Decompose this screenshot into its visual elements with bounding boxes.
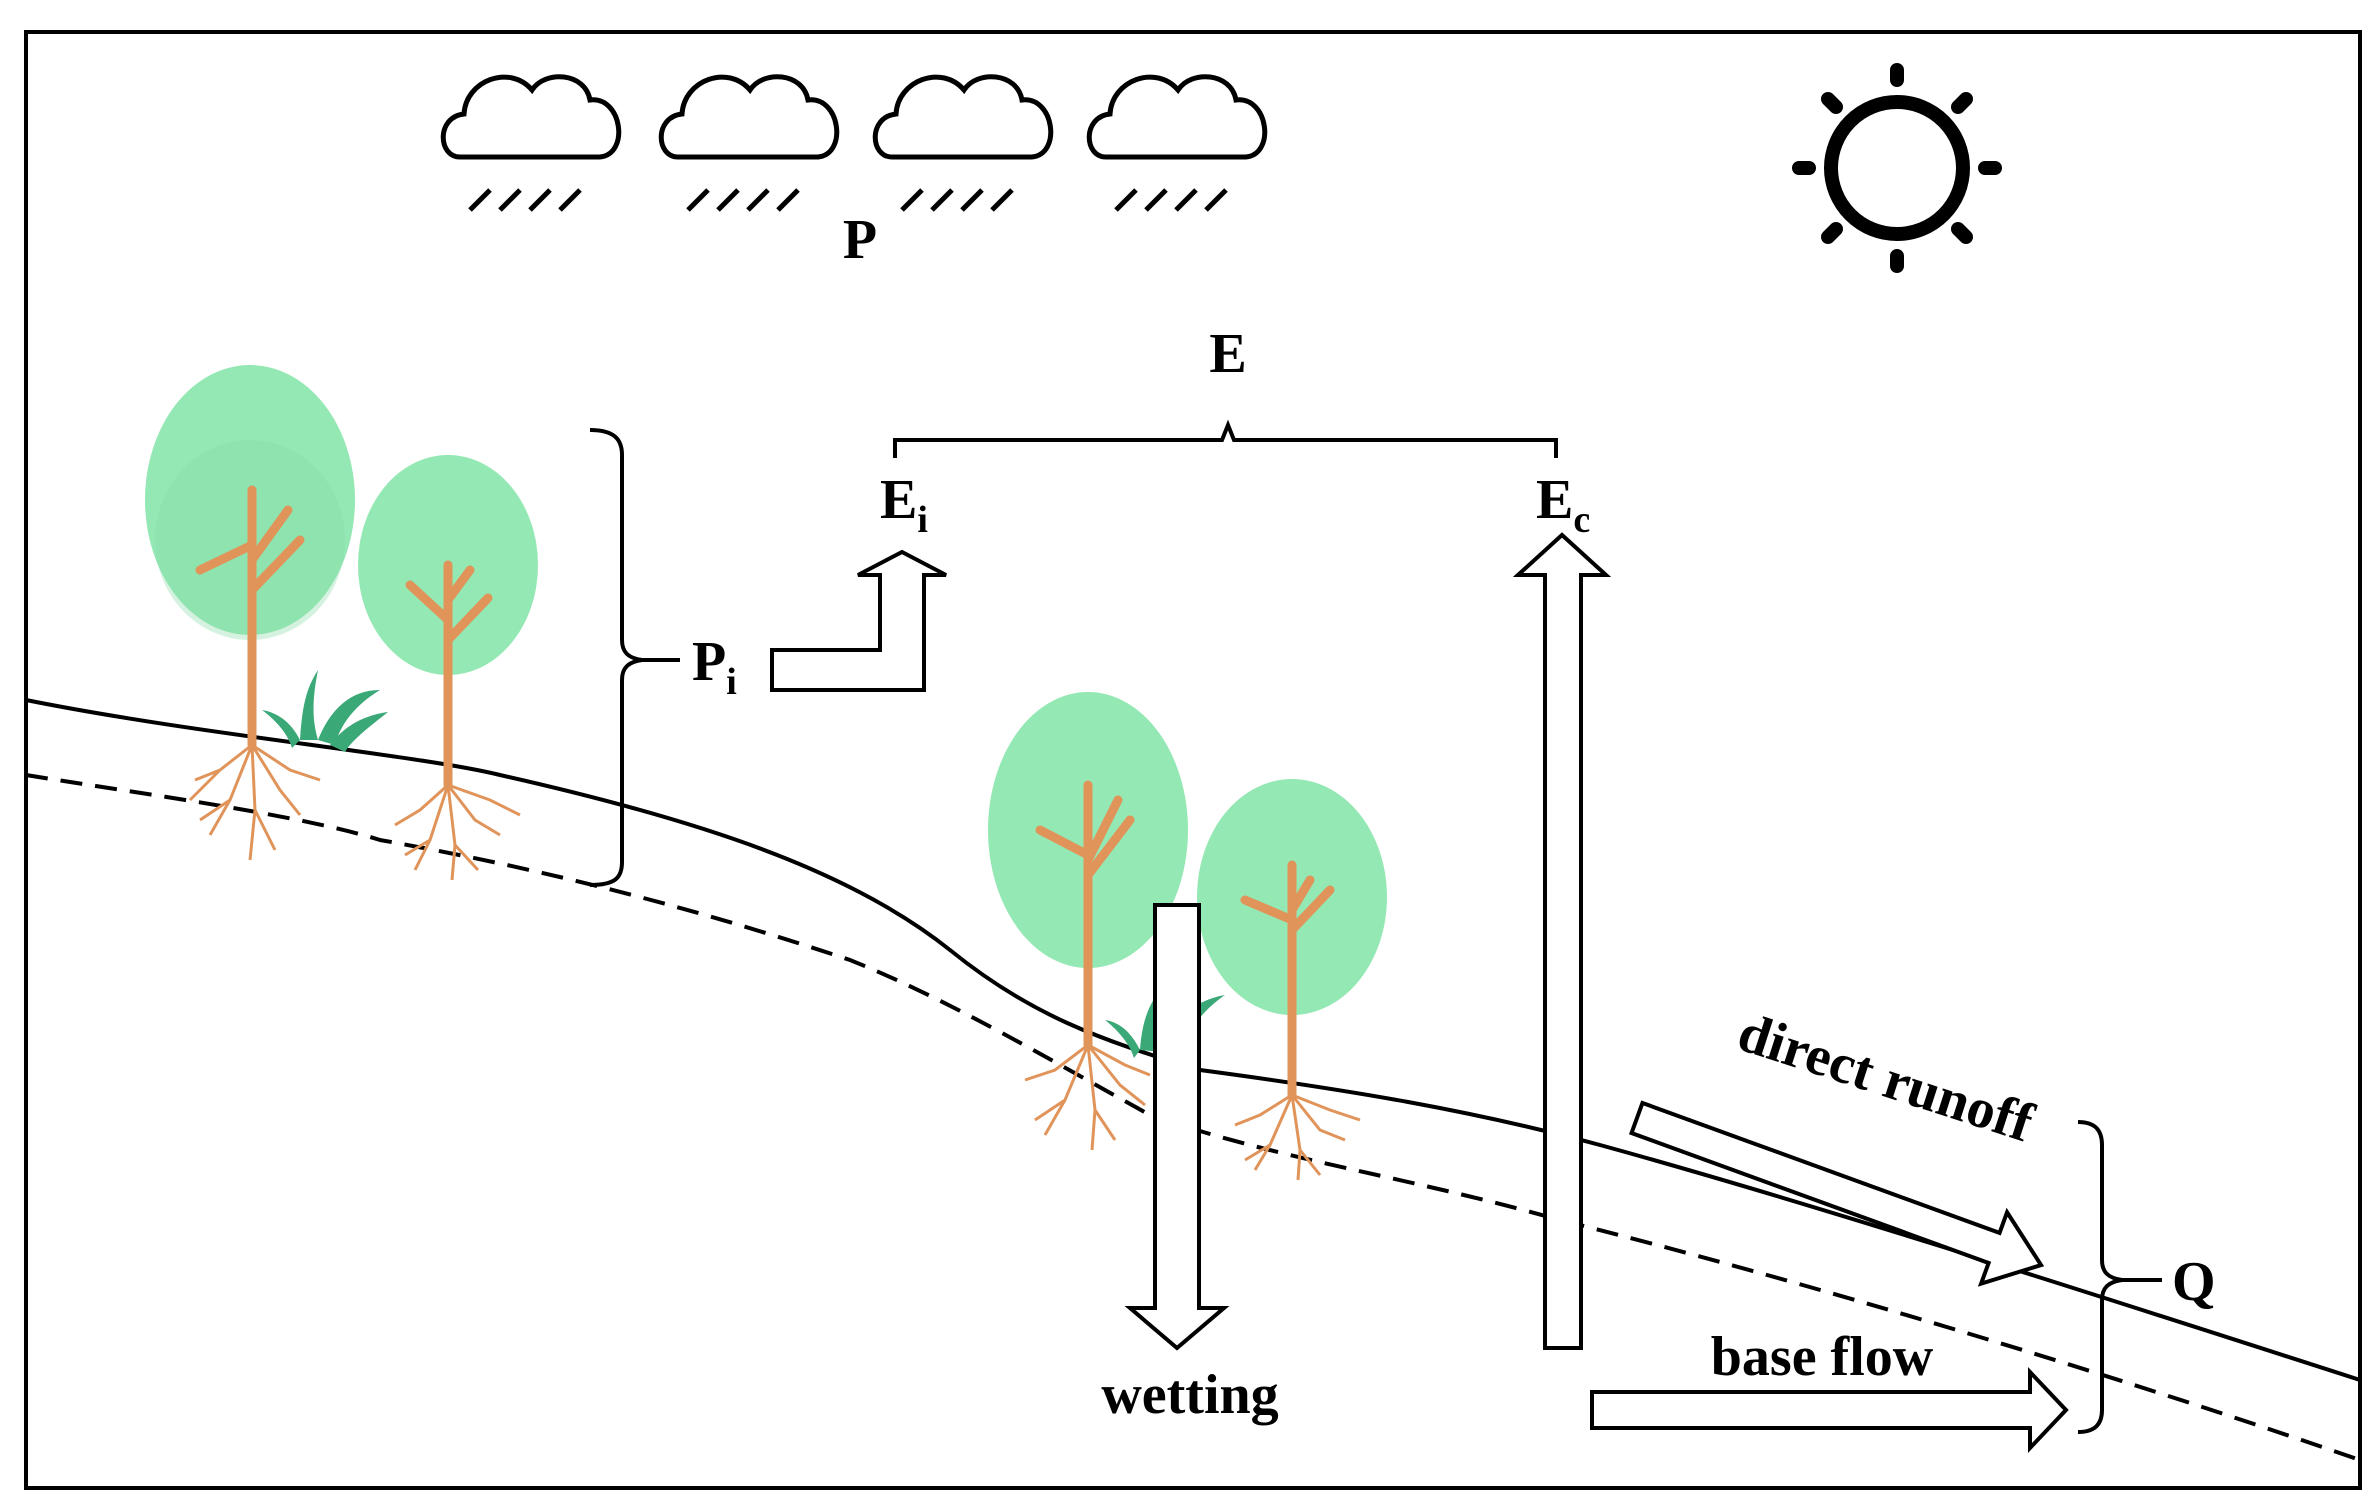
tree-trunk [1240,860,1335,1100]
interception-to-evaporation-arrow [770,549,947,692]
tree-trunk [405,560,493,790]
runoff-bracket [2077,1120,2123,1434]
wetting-arrow [1124,903,1230,1351]
wetting-label: wetting [1101,1364,1278,1426]
tree-trunk [195,485,305,750]
direct-runoff-arrow [1628,1100,2045,1287]
grass-icon [262,670,388,752]
evaporation-bracket [893,419,1558,458]
base-flow-label: base flow [1711,1326,1934,1388]
tree-roots [188,743,521,881]
subsurface-dashed-line [25,773,2361,1462]
canopy-evaporation-label: Ec [1536,469,1590,541]
evaporation-label: E [1209,323,1246,385]
interception-evaporation-label: Ei [880,469,928,541]
cloud-rain-icon [1086,74,1268,212]
interception-bracket [589,428,643,887]
tree-trunk [1035,780,1135,1050]
precipitation-label: P [843,209,877,271]
interception-label: Pi [692,631,737,703]
tree-group-left [145,365,538,881]
cloud-rain-icon [872,74,1054,212]
cloud-rain-icon [658,74,840,212]
canopy-evaporation-arrow [1512,532,1612,1350]
cloud-rain-icon [440,74,622,212]
diagram-frame [24,30,2362,1490]
ground-surface-line [25,698,2361,1382]
tree-roots [1024,1043,1361,1181]
runoff-total-label: Q [2172,1251,2216,1313]
direct-runoff-label: direct runoff [1731,1001,2042,1155]
sun-icon [1792,63,2002,273]
rain-clouds [440,74,1268,212]
base-flow-arrow [1590,1366,2069,1454]
